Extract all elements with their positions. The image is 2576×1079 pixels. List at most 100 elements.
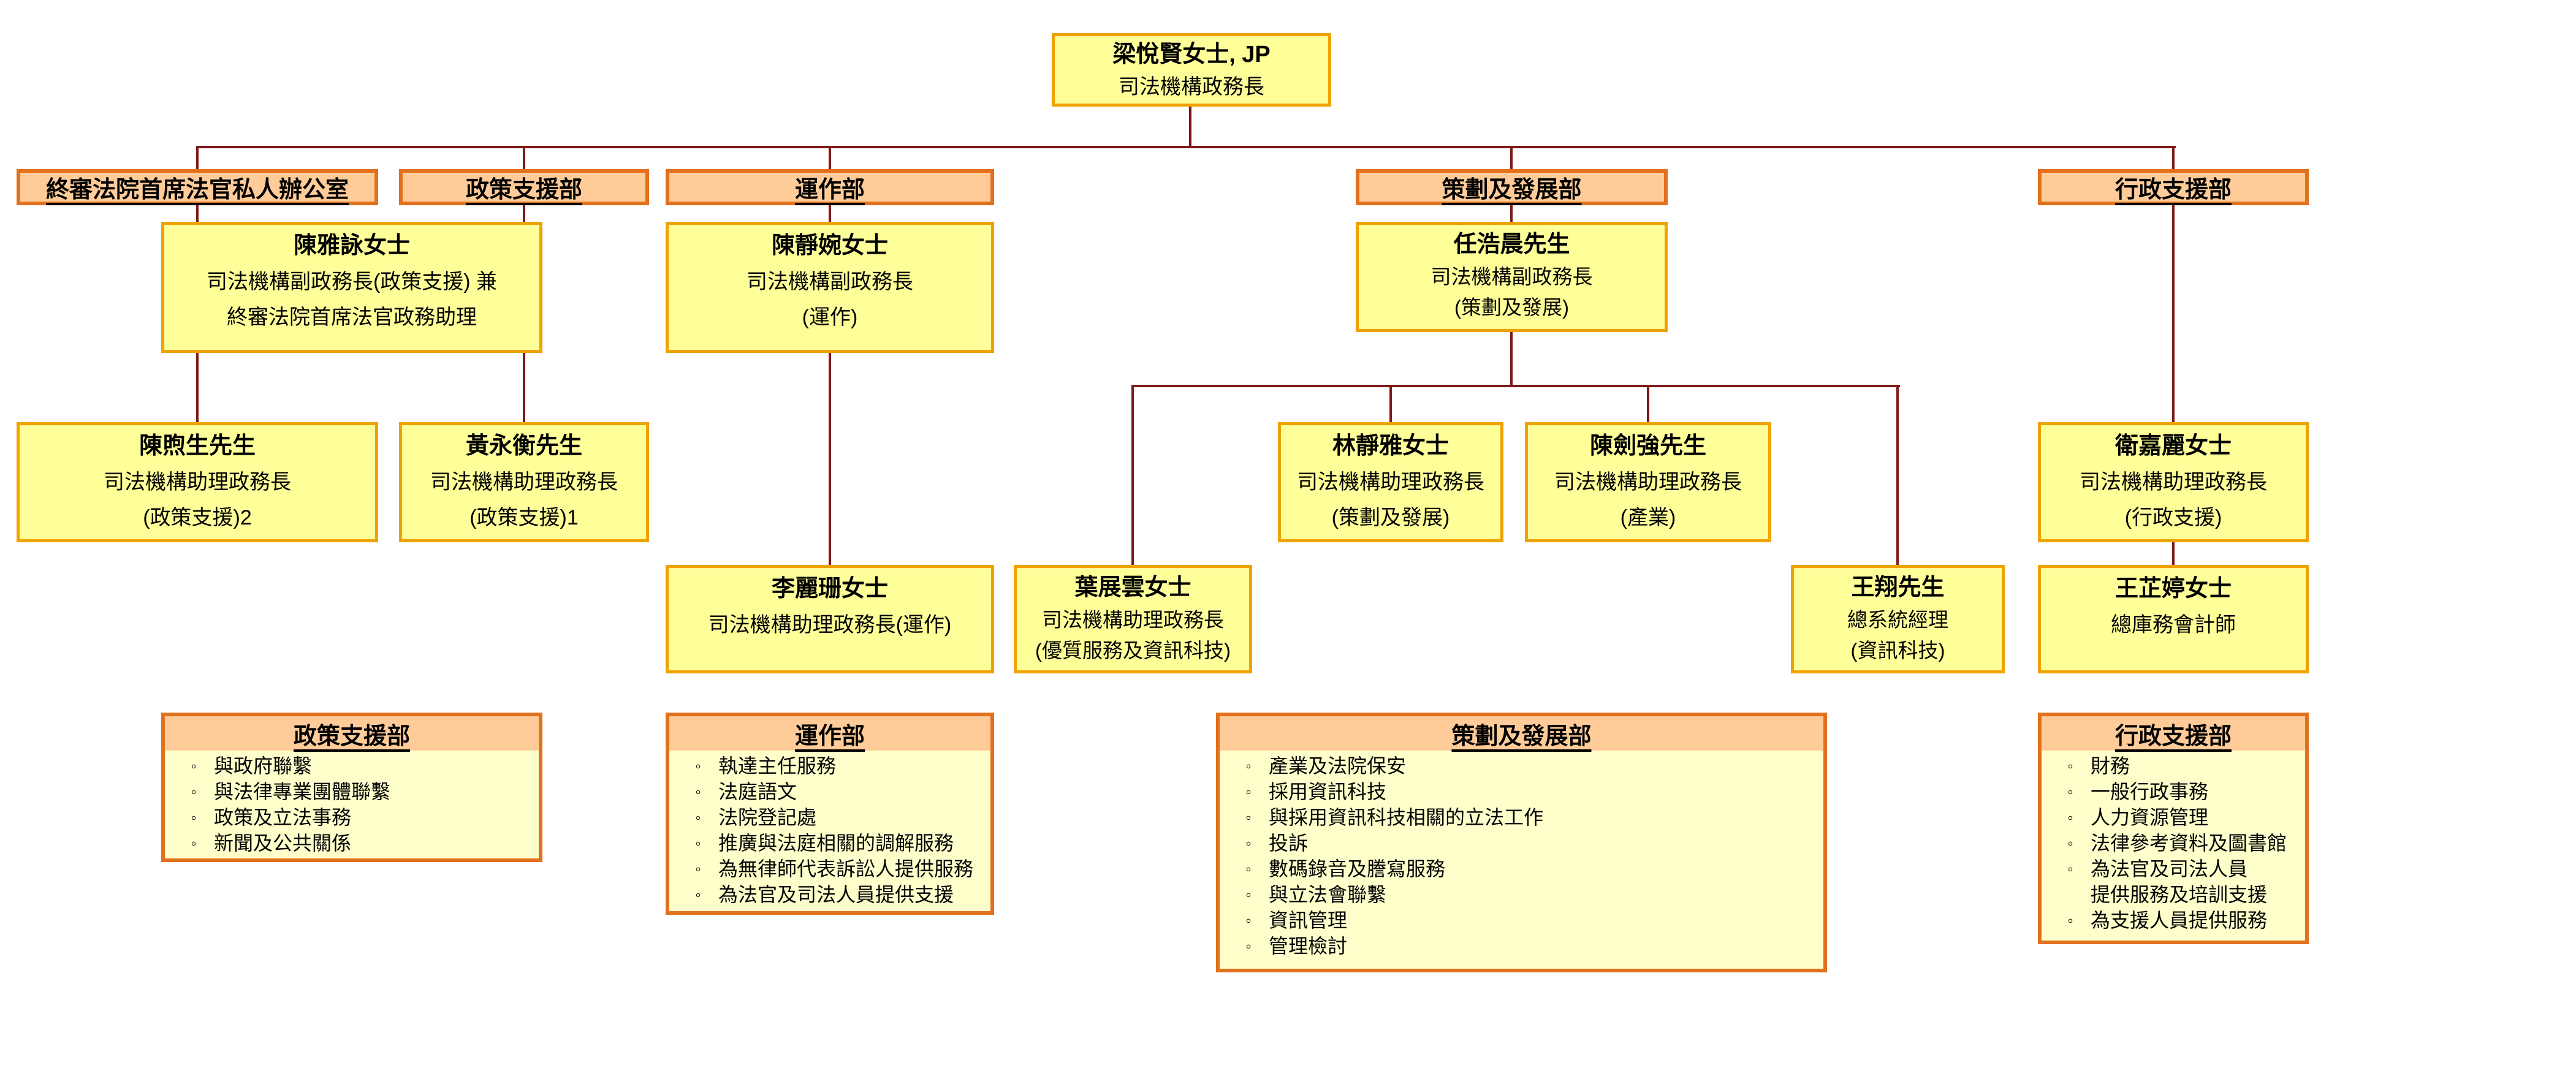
- person-role: 總系統經理: [1847, 608, 1948, 631]
- person-name: 任浩晨先生: [1453, 232, 1570, 257]
- bullet-icon: ◦: [2067, 834, 2073, 852]
- connector-drop-chan-kim-keung: [1647, 385, 1649, 422]
- list-item-text: 為法官及司法人員 提供服務及培訓支援: [2091, 858, 2268, 906]
- dept-list-title: 行政支援部: [2042, 716, 2305, 751]
- person-role: (策劃及發展): [1331, 506, 1450, 529]
- list-item-text: 法庭語文: [718, 781, 797, 803]
- list-item: ◦ 法庭語文: [678, 779, 987, 805]
- person-role: 司法機構副政務長: [747, 270, 913, 293]
- node-chief-treasury-accountant: 王芷婷女士 總庫務會計師: [2038, 565, 2309, 673]
- list-item-text: 人力資源管理: [2091, 806, 2209, 828]
- list-item-text: 數碼錄音及謄寫服務: [1269, 858, 1446, 880]
- list-item: ◦為法官及司法人員提供支援: [678, 882, 987, 907]
- person-role: 總庫務會計師: [2111, 613, 2236, 637]
- person-name: 葉展雲女士: [1074, 575, 1191, 600]
- list-item: ◦採用資訊科技: [1228, 779, 1820, 805]
- dept-header-label: 策劃及發展部: [1442, 177, 1582, 203]
- node-deputy-operations: 陳靜婉女士 司法機構副政務長 (運作): [666, 222, 994, 353]
- dept-list-admin-support: 行政支援部 ◦財務 ◦ 一般行政事務 ◦ 人力資源管理 ◦ 法律參考資料及圖書館 ◦ 為…: [2038, 713, 2309, 944]
- bullet-icon: ◦: [191, 808, 197, 827]
- list-item-text: 與法律專業團體聯繫: [214, 781, 391, 803]
- list-item-text: 法律參考資料及圖書館: [2091, 832, 2287, 854]
- person-role: (行政支援): [2124, 506, 2222, 529]
- list-item-text: 與政府聯繫: [214, 755, 313, 777]
- list-item-text: 資訊管理: [1269, 909, 1348, 931]
- list-item-text: 新聞及公共關係: [214, 832, 352, 854]
- list-item-text: 產業及法院保安: [1269, 755, 1407, 777]
- dept-list-title-label: 策劃及發展部: [1451, 723, 1592, 749]
- list-item: ◦ 為法官及司法人員 提供服務及培訓支援: [2050, 856, 2301, 907]
- list-item: ◦ 新聞及公共關係: [173, 830, 535, 856]
- list-item: ◦與法律專業團體聯繫: [173, 779, 535, 805]
- person-role: (優質服務及資訊科技): [1035, 639, 1231, 662]
- list-item-text: 法院登記處: [718, 806, 817, 828]
- bullet-icon: ◦: [191, 834, 197, 852]
- connector-drop-lam-ching-nga: [1389, 385, 1392, 422]
- bullet-icon: ◦: [1245, 911, 1252, 929]
- dept-header-operations: 運作部: [666, 169, 994, 205]
- list-item-text: 為支援人員提供服務: [2091, 909, 2268, 931]
- node-assistant-planning-development: 林靜雅女士 司法機構助理政務長 (策劃及發展): [1278, 422, 1503, 542]
- list-item-text: 投訴: [1269, 832, 1309, 854]
- bullet-icon: ◦: [1245, 757, 1252, 775]
- bullet-icon: ◦: [695, 782, 701, 801]
- dept-list-items: ◦產業及法院保安 ◦採用資訊科技 ◦與採用資訊科技相關的立法工作 ◦投訴 ◦數碼…: [1220, 751, 1823, 959]
- list-item-text: 採用資訊科技: [1269, 781, 1387, 803]
- node-judiciary-administrator: 梁悅賢女士, JP 司法機構政務長: [1052, 33, 1331, 107]
- person-role: (產業): [1620, 506, 1676, 529]
- person-name: 陳煦生先生: [139, 433, 256, 459]
- list-item: ◦ 與政府聯繫: [173, 753, 535, 779]
- connector-branch-operations: [829, 146, 831, 565]
- bullet-icon: ◦: [1245, 885, 1252, 904]
- node-chief-systems-manager: 王翔先生 總系統經理 (資訊科技): [1791, 565, 2005, 673]
- person-name: 衛嘉麗女士: [2114, 433, 2232, 459]
- list-item-text: 為法官及司法人員提供支援: [718, 884, 954, 906]
- person-role: 司法機構副政務長: [1430, 265, 1593, 288]
- node-deputy-planning-development: 任浩晨先生 司法機構副政務長 (策劃及發展): [1356, 222, 1668, 332]
- person-name: 陳靜婉女士: [771, 233, 888, 259]
- list-item: ◦ 產業及法院保安: [1228, 753, 1820, 779]
- dept-header-label: 終審法院首席法官私人辦公室: [45, 177, 349, 203]
- bullet-icon: ◦: [695, 860, 701, 878]
- bullet-icon: ◦: [695, 757, 701, 775]
- connector-top-drop: [1189, 107, 1191, 147]
- connector-drop-wong-cheung: [1896, 385, 1899, 565]
- list-item: ◦ 數碼錄音及謄寫服務: [1228, 856, 1820, 882]
- person-role: 司法機構助理政務長: [1042, 608, 1224, 631]
- dept-list-title: 策劃及發展部: [1220, 716, 1823, 751]
- bullet-icon: ◦: [1245, 834, 1252, 852]
- bullet-icon: ◦: [1245, 860, 1252, 878]
- list-item: ◦ 管理檢討: [1228, 933, 1820, 959]
- person-role: 司法機構助理政務長: [1554, 471, 1742, 494]
- list-item-text: 一般行政事務: [2091, 781, 2209, 803]
- bullet-icon: ◦: [1245, 937, 1252, 955]
- node-assistant-quality-it: 葉展雲女士 司法機構助理政務長 (優質服務及資訊科技): [1014, 565, 1252, 673]
- person-role: 司法機構助理政務長: [104, 471, 291, 494]
- dept-list-items: ◦ 執達主任服務 ◦ 法庭語文 ◦法院登記處 ◦推廣與法庭相關的調解服務 ◦ 為無律師…: [669, 751, 990, 907]
- list-item: ◦財務: [2050, 753, 2301, 779]
- connector-branch-admin-support: [2172, 146, 2175, 565]
- list-item: ◦法院登記處: [678, 805, 987, 830]
- dept-header-policy-support: 政策支援部: [399, 169, 649, 205]
- list-item-text: 為無律師代表訴訟人提供服務: [718, 858, 974, 880]
- list-item: ◦ 與立法會聯繫: [1228, 882, 1820, 907]
- dept-list-title-label: 運作部: [794, 723, 865, 749]
- node-assistant-estate: 陳劍強先生 司法機構助理政務長 (產業): [1525, 422, 1771, 542]
- list-item-text: 執達主任服務: [718, 755, 837, 777]
- bullet-icon: ◦: [2067, 911, 2073, 929]
- list-item-text: 與立法會聯繫: [1269, 884, 1387, 906]
- list-item-text: 管理檢討: [1269, 935, 1348, 957]
- person-role: 司法機構副政務長(政策支援) 兼: [206, 270, 498, 293]
- list-item: ◦ 為無律師代表訴訟人提供服務: [678, 856, 987, 882]
- bullet-icon: ◦: [191, 757, 197, 775]
- list-item: ◦推廣與法庭相關的調解服務: [678, 830, 987, 856]
- list-item: ◦ 法律參考資料及圖書館: [2050, 830, 2301, 856]
- person-role: (運作): [802, 306, 858, 329]
- bullet-icon: ◦: [2067, 808, 2073, 827]
- dept-list-title-label: 行政支援部: [2114, 723, 2232, 749]
- list-item: ◦ 為支援人員提供服務: [2050, 907, 2301, 933]
- dept-header-label: 政策支援部: [465, 177, 582, 203]
- person-role: 司法機構政務長: [1119, 75, 1264, 99]
- connector-drop-ip-yeung: [1131, 385, 1134, 565]
- bullet-icon: ◦: [2067, 860, 2073, 878]
